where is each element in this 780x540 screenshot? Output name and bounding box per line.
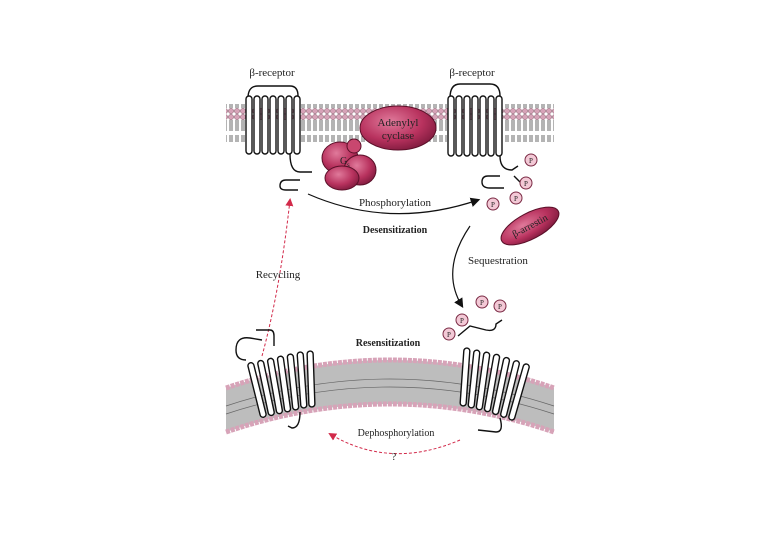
bottom-right-receptor (457, 319, 530, 433)
top-phosphates: P P P P (486, 153, 538, 211)
svg-text:Adenylyl: Adenylyl (378, 117, 419, 129)
svg-text:P: P (514, 195, 518, 203)
question-mark: ? (392, 452, 397, 463)
svg-text:P: P (447, 331, 451, 339)
top-right-receptor (447, 83, 523, 189)
adenylyl-cyclase: Adenylyl cyclase (359, 105, 437, 151)
desensitization-label: Desensitization (363, 225, 428, 236)
sequestration-arrow (452, 225, 471, 309)
svg-text:P: P (491, 201, 495, 209)
receptor-left-label: β-receptor (249, 67, 295, 79)
svg-text:P: P (498, 303, 502, 311)
svg-text:P: P (460, 317, 464, 325)
svg-text:G: G (340, 156, 347, 167)
bottom-left-receptor (235, 329, 316, 429)
svg-text:P: P (529, 157, 533, 165)
receptor-right-label: β-receptor (449, 67, 495, 79)
sequestration-label: Sequestration (468, 255, 528, 267)
dephosphorylation-label: Dephosphorylation (358, 428, 435, 439)
g-protein: G s (321, 138, 377, 191)
svg-text:s: s (347, 161, 350, 169)
resensitization-label: Resensitization (356, 338, 421, 349)
phosphorylation-label: Phosphorylation (359, 197, 432, 209)
top-left-receptor (245, 85, 312, 191)
dephosphorylation-arrow (328, 432, 461, 455)
beta-arrestin: β-arrestin (500, 206, 560, 246)
svg-text:cyclase: cyclase (382, 130, 414, 142)
recycling-label: Recycling (256, 269, 301, 281)
recycling-arrow (261, 198, 294, 357)
svg-text:P: P (480, 299, 484, 307)
bottom-phosphates: P P P P (442, 295, 507, 341)
svg-text:P: P (524, 180, 528, 188)
phosphorylation-arrow (307, 193, 481, 215)
